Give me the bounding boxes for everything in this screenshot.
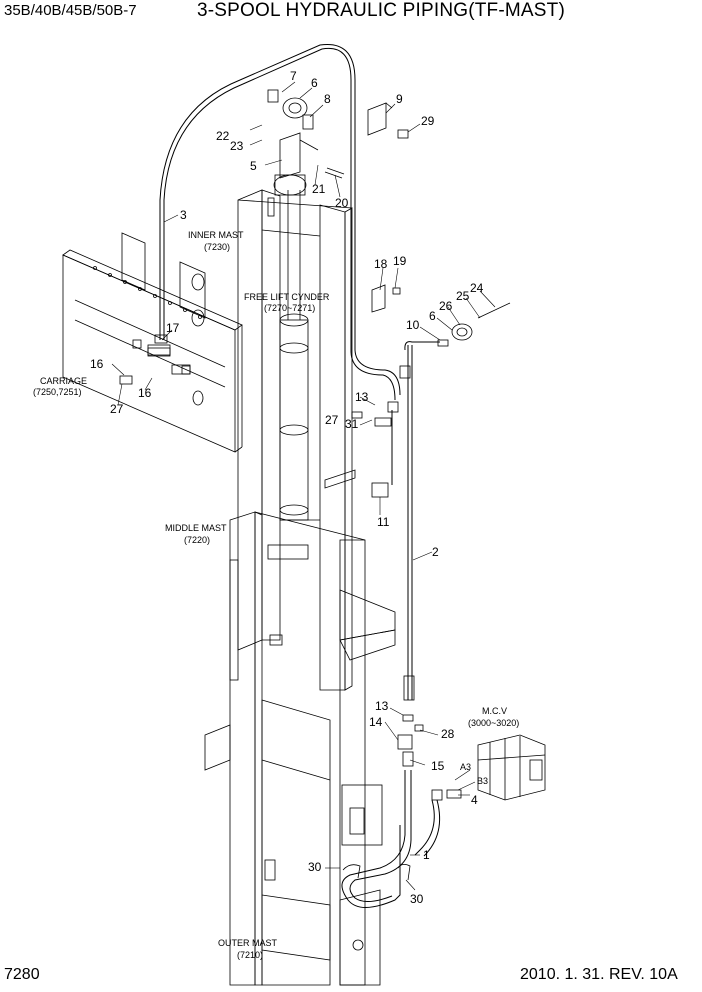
- callout-24: 24: [470, 281, 484, 295]
- hose-2: [391, 341, 440, 700]
- revision-date: 2010. 1. 31. REV. 10A: [520, 966, 678, 983]
- port-label-b3: B3: [477, 776, 488, 786]
- callout-23: 23: [230, 139, 244, 153]
- callout-1: 1: [423, 848, 430, 862]
- middle-mast-label: MIDDLE MAST: [165, 523, 227, 533]
- fittings-middle: [324, 365, 411, 498]
- callout-10: 10: [406, 318, 420, 332]
- outer-mast: [204, 699, 383, 986]
- callout-31: 31: [345, 417, 359, 431]
- inner-mast-code: (7230): [204, 242, 230, 252]
- callout-8: 8: [324, 92, 331, 106]
- callout-16-lower: 16: [138, 386, 152, 400]
- callout-19: 19: [393, 254, 407, 268]
- free-lift-cylinder: [279, 190, 309, 521]
- fittings-lower: [397, 675, 462, 801]
- model-number: 35B/40B/45B/50B-7: [4, 2, 137, 19]
- callout-6-top: 6: [311, 76, 318, 90]
- callout-29: 29: [421, 114, 435, 128]
- callout-6-right: 6: [429, 309, 436, 323]
- callout-18: 18: [374, 257, 388, 271]
- bracket-9: [367, 102, 409, 139]
- callout-16-left: 16: [90, 357, 104, 371]
- callout-25: 25: [456, 289, 470, 303]
- carriage-assembly: [62, 232, 243, 453]
- callout-30-lower: 30: [410, 892, 424, 906]
- page-number: 7280: [4, 966, 40, 983]
- callout-21: 21: [312, 182, 326, 196]
- middle-mast: [229, 511, 396, 986]
- diagram-title: 3-SPOOL HYDRAULIC PIPING(TF-MAST): [197, 0, 565, 21]
- callout-15: 15: [431, 759, 445, 773]
- carriage-code: (7250,7251): [33, 387, 82, 397]
- callout-17: 17: [166, 321, 180, 335]
- callout-9: 9: [396, 92, 403, 106]
- callout-14: 14: [369, 715, 383, 729]
- callout-13-upper: 13: [355, 390, 369, 404]
- callout-2: 2: [432, 545, 439, 559]
- bracket-18: [371, 284, 401, 313]
- callout-30-left: 30: [308, 860, 322, 874]
- mcv-valve: [477, 734, 546, 801]
- callout-27-left: 27: [110, 402, 124, 416]
- hose-1: [341, 770, 441, 908]
- carriage-label: CARRIAGE: [40, 376, 87, 386]
- inner-mast-label: INNER MAST: [188, 230, 244, 240]
- clamp-30a: [342, 864, 361, 879]
- mcv-code: (3000~3020): [468, 718, 519, 728]
- callout-28: 28: [441, 727, 455, 741]
- pulley-26: [437, 302, 511, 347]
- top-pulley-assembly: [267, 89, 345, 196]
- middle-mast-code: (7220): [184, 535, 210, 545]
- port-label-a3: A3: [460, 762, 471, 772]
- callout-4: 4: [471, 793, 478, 807]
- callout-20: 20: [335, 196, 349, 210]
- callout-3: 3: [180, 208, 187, 222]
- hose-3: [159, 43, 401, 401]
- callout-22: 22: [216, 129, 230, 143]
- callout-11: 11: [377, 515, 390, 529]
- leader-lines: [111, 81, 496, 891]
- callout-26: 26: [439, 299, 453, 313]
- fittings-carriage: [119, 334, 191, 385]
- free-lift-code: (7270~7271): [264, 303, 315, 313]
- outer-mast-code: (7210): [237, 950, 263, 960]
- callout-5: 5: [250, 159, 257, 173]
- mcv-label: M.C.V: [482, 706, 507, 716]
- callout-13-lower: 13: [375, 699, 389, 713]
- outer-mast-label: OUTER MAST: [218, 938, 278, 948]
- clamp-30b: [397, 864, 411, 881]
- callout-7: 7: [290, 69, 297, 83]
- callout-27-right: 27: [325, 413, 339, 427]
- free-lift-label: FREE LIFT CYNDER: [244, 292, 330, 302]
